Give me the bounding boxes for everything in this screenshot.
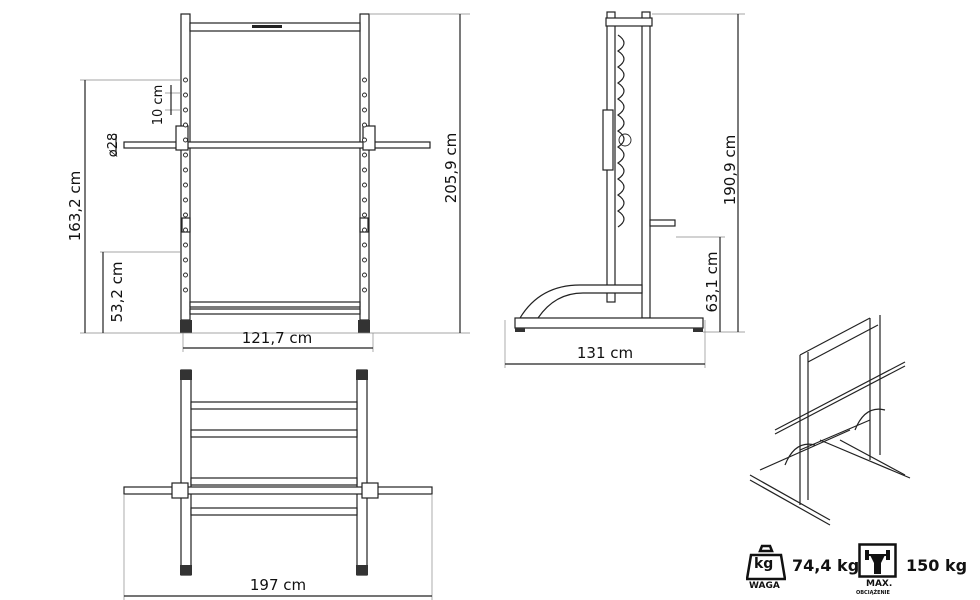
dim-side-height: 190,9 cm (721, 135, 739, 206)
front-view: 163,2 cm 53,2 cm 10 cm ø28 205,9 cm 121,… (66, 13, 470, 352)
upright-hole (183, 197, 188, 203)
upright-hole (362, 107, 367, 113)
dim-bar-diameter: ø28 (106, 133, 121, 158)
side-view: 190,9 cm 63,1 cm 131 cm (504, 11, 745, 368)
weight-value: 74,4 kg (792, 556, 860, 575)
upright-hole (362, 242, 367, 248)
upright-hole (183, 137, 188, 143)
dim-bar-length: 197 cm (250, 576, 306, 594)
upright-hole (362, 287, 367, 293)
iso-view (749, 315, 911, 526)
dim-hole-spacing: 10 cm (151, 85, 166, 126)
upright-hole (183, 152, 188, 158)
upright-hole (362, 77, 367, 83)
max-load-value: 150 kg (906, 556, 968, 575)
upright-hole (362, 212, 367, 218)
weight-caption: WAGA (749, 581, 780, 591)
max-subcaption: OBCIĄŻENIE (856, 590, 890, 596)
upright-hole (183, 257, 188, 263)
dim-width: 121,7 cm (242, 329, 313, 347)
upright-hole (362, 197, 367, 203)
upright-hole (362, 227, 367, 233)
top-view: 197 cm (123, 369, 433, 600)
upright-hole (183, 272, 188, 278)
upright-hole (183, 122, 188, 128)
dim-lower-height: 53,2 cm (108, 261, 126, 322)
max-caption: MAX. (866, 579, 893, 589)
upright-hole (183, 227, 188, 233)
upright-hole (183, 182, 188, 188)
dim-depth: 131 cm (577, 344, 633, 362)
weight-icon-label: kg (754, 556, 774, 572)
upright-hole (183, 77, 188, 83)
dim-hook-height: 63,1 cm (703, 251, 721, 312)
weight-spec: kg WAGA (745, 543, 787, 591)
upright-hole (183, 92, 188, 98)
upright-hole (362, 152, 367, 158)
upright-hole (362, 122, 367, 128)
upright-hole (362, 182, 367, 188)
weightlifter-icon (858, 543, 897, 578)
weight-icon (745, 544, 787, 581)
dim-total-height: 205,9 cm (442, 133, 460, 204)
max-load-spec: MAX. OBCIĄŻENIE (856, 543, 902, 599)
upright-hole (183, 167, 188, 173)
upright-hole (362, 92, 367, 98)
upright-hole (183, 107, 188, 113)
upright-hole (183, 212, 188, 218)
upright-hole (362, 137, 367, 143)
upright-hole (183, 287, 188, 293)
dim-bar-height: 163,2 cm (66, 171, 84, 242)
upright-hole (362, 167, 367, 173)
upright-hole (362, 272, 367, 278)
upright-hole (183, 242, 188, 248)
upright-hole (362, 257, 367, 263)
